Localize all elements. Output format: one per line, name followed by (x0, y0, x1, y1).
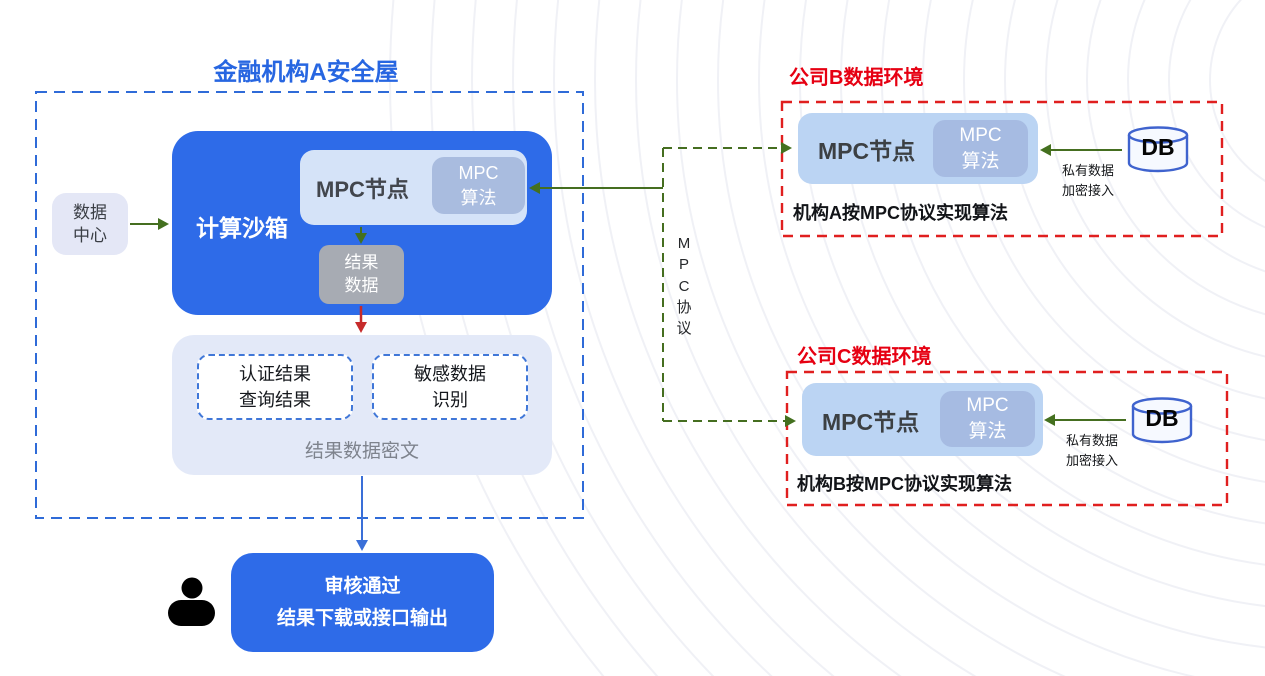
compute-sandbox-box: 计算沙箱 MPC节点 MPC 算法 结果 数据 (172, 131, 552, 315)
private-data-note-c: 私有数据 加密接入 (1065, 433, 1118, 468)
company-b-caption: 机构A按MPC协议实现算法 (793, 203, 1008, 223)
sensitive-data-box: 敏感数据 识别 (372, 354, 528, 420)
person-icon (168, 577, 215, 626)
mpc-protocol-label: M P C 协 议 (676, 235, 692, 338)
auth-result-box: 认证结果 查询结果 (197, 354, 353, 420)
company-c-caption: 机构B按MPC协议实现算法 (797, 474, 1012, 494)
mpc-algo-box-c: MPC 算法 (940, 391, 1035, 447)
review-output-box: 审核通过 结果下载或接口输出 (231, 553, 494, 652)
mpc-node-box-a: MPC节点 MPC 算法 (300, 150, 527, 225)
data-center-box: 数据 中心 (52, 193, 128, 255)
mpc-node-label-a: MPC节点 (316, 176, 409, 202)
mpc-node-label-b: MPC节点 (818, 137, 916, 164)
mpc-node-box-c: MPC节点 MPC 算法 (802, 383, 1043, 456)
result-data-box: 结果 数据 (319, 245, 404, 304)
mpc-algo-box-b: MPC 算法 (933, 120, 1028, 177)
private-data-note-b: 私有数据 加密接入 (1061, 163, 1114, 198)
result-ciphertext-caption: 结果数据密文 (304, 441, 419, 462)
secure-room-title: 金融机构A安全屋 (213, 59, 399, 86)
mpc-algo-box-a: MPC 算法 (432, 157, 525, 214)
database-label-c: DB (1145, 405, 1179, 431)
database-label-b: DB (1141, 134, 1175, 160)
compute-sandbox-label: 计算沙箱 (196, 215, 288, 241)
mpc-node-label-c: MPC节点 (822, 408, 920, 435)
mpc-node-box-b: MPC节点 MPC 算法 (798, 113, 1038, 184)
company-c-title: 公司C数据环境 (797, 346, 932, 368)
company-b-title: 公司B数据环境 (789, 67, 924, 89)
result-ciphertext-panel: 认证结果 查询结果 敏感数据 识别 结果数据密文 (172, 335, 552, 475)
